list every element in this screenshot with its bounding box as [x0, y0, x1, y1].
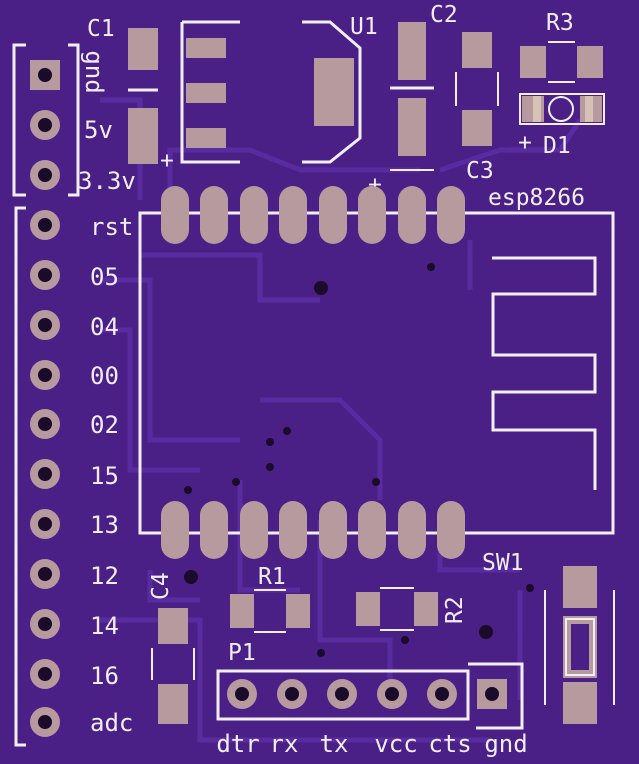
reg-pad-2	[186, 83, 226, 103]
vias	[184, 263, 534, 657]
refdes-esp8266: esp8266	[488, 185, 585, 211]
gpio-label-12: 12	[90, 562, 119, 590]
gpio-label-adc: adc	[90, 709, 133, 737]
c2-pad-bottom	[462, 110, 492, 146]
serial-label-tx: tx	[320, 730, 349, 758]
gpio-label-16: 16	[90, 662, 119, 690]
gpio-label-rst: rst	[90, 213, 133, 241]
r3-pad-left	[520, 46, 546, 78]
refdes-r2: R2	[442, 596, 468, 624]
r2-pad-right	[414, 592, 438, 626]
power-pin-label-5v: 5v	[84, 116, 113, 144]
refdes-r1: R1	[258, 564, 286, 590]
c1-plus-mark: +	[160, 148, 174, 174]
power-header-pads	[30, 60, 60, 190]
r2-pad-left	[356, 592, 380, 626]
power-pin-label-3v3: 3.3v	[78, 167, 136, 195]
refdes-u1: U1	[350, 14, 378, 40]
cap-pad-top	[398, 22, 426, 80]
r1-pad-right	[286, 594, 310, 628]
esp8266-bottom-pads	[161, 501, 465, 559]
gpio-label-13: 13	[90, 511, 119, 539]
serial-label-dtr: dtr	[216, 730, 259, 758]
gpio-label-04: 04	[90, 313, 119, 341]
sw1-pad-top	[563, 566, 597, 608]
serial-label-vcc: vcc	[374, 730, 417, 758]
esp8266-top-pads	[161, 186, 465, 244]
d1-plus-mark: +	[518, 130, 532, 156]
refdes-c3: C3	[466, 158, 494, 184]
serial-label-cts: cts	[428, 730, 471, 758]
gpio-label-05: 05	[90, 263, 119, 291]
r3-pad-right	[577, 46, 603, 78]
c4-pad-bottom	[158, 684, 188, 724]
serial-label-gnd: gnd	[484, 730, 527, 758]
reg-pad-1	[186, 38, 226, 58]
refdes-r3: R3	[546, 10, 574, 36]
antenna-trace	[491, 256, 597, 490]
power-pin-label-gnd: gnd	[80, 50, 108, 93]
gpio-label-00: 00	[90, 362, 119, 390]
r1-pad-left	[230, 594, 254, 628]
refdes-c2: C2	[430, 2, 458, 28]
refdes-sw1: SW1	[482, 550, 524, 576]
refdes-d1: D1	[543, 133, 571, 159]
cap-pad-bottom	[398, 98, 426, 156]
gpio-label-15: 15	[90, 462, 119, 490]
gpio-header-outline	[14, 206, 26, 747]
gpio-header-pads	[30, 210, 60, 737]
sw1-pad-bottom	[563, 682, 597, 724]
c1-pad-bottom	[128, 108, 158, 164]
c2-pad-top	[462, 32, 492, 68]
p1-outline	[216, 669, 470, 721]
p1-pads	[227, 679, 507, 709]
refdes-c1: C1	[87, 16, 115, 42]
u1-outline	[302, 20, 362, 164]
reg-pad-3	[186, 128, 226, 148]
refdes-c4: C4	[148, 572, 174, 600]
gpio-label-14: 14	[90, 612, 119, 640]
power-header-outline	[12, 43, 80, 197]
c4-pad-top	[158, 608, 188, 644]
gpio-label-02: 02	[90, 411, 119, 439]
c1-pad-top	[128, 28, 158, 70]
refdes-p1: P1	[228, 640, 256, 666]
serial-label-rx: rx	[270, 730, 299, 758]
u1-pad	[314, 58, 354, 126]
